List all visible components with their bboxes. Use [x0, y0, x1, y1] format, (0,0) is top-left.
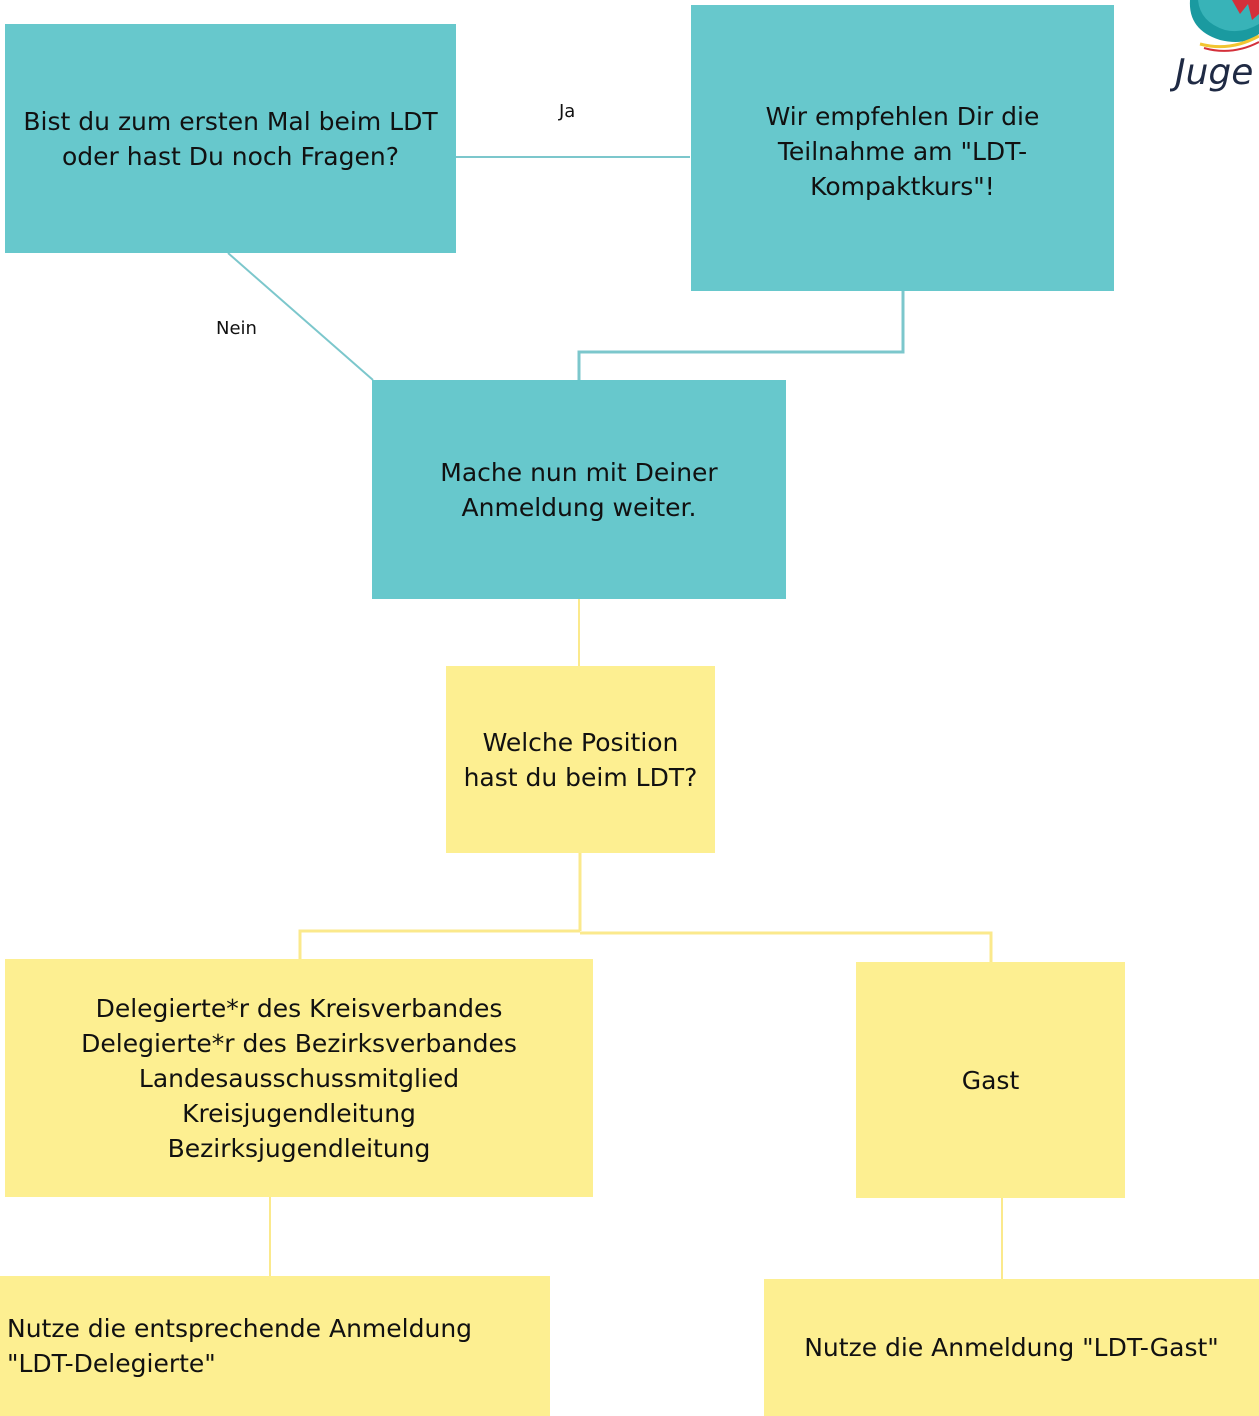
- use-delegates-registration-box: Nutze die entsprechende Anmeldung "LDT-D…: [0, 1276, 550, 1416]
- guest-box: Gast: [856, 962, 1125, 1198]
- connector-branch-right: [580, 931, 993, 962]
- edge-label-no: Nein: [216, 318, 257, 339]
- continue-registration-box: Mache nun mit Deiner Anmeldung weiter.: [372, 380, 786, 599]
- use-guest-registration-box: Nutze die Anmeldung "LDT-Gast": [764, 1279, 1259, 1416]
- organization-logo: Juge: [1170, 0, 1259, 110]
- question-position-box: Welche Position hast du beim LDT?: [446, 666, 715, 853]
- connector-course-to-continue: [577, 291, 905, 380]
- connector-branch-left: [298, 929, 580, 959]
- edge-label-yes: Ja: [559, 101, 576, 122]
- logo-text: Juge: [1175, 52, 1254, 93]
- logo-emblem-icon: [1189, 0, 1259, 52]
- delegates-box: Delegierte*r des Kreisverbandes Delegier…: [5, 959, 593, 1197]
- connector-no: [227, 252, 374, 381]
- question-first-time-box: Bist du zum ersten Mal beim LDT oder has…: [5, 24, 456, 253]
- recommend-course-box: Wir empfehlen Dir die Teilnahme am "LDT-…: [691, 5, 1114, 291]
